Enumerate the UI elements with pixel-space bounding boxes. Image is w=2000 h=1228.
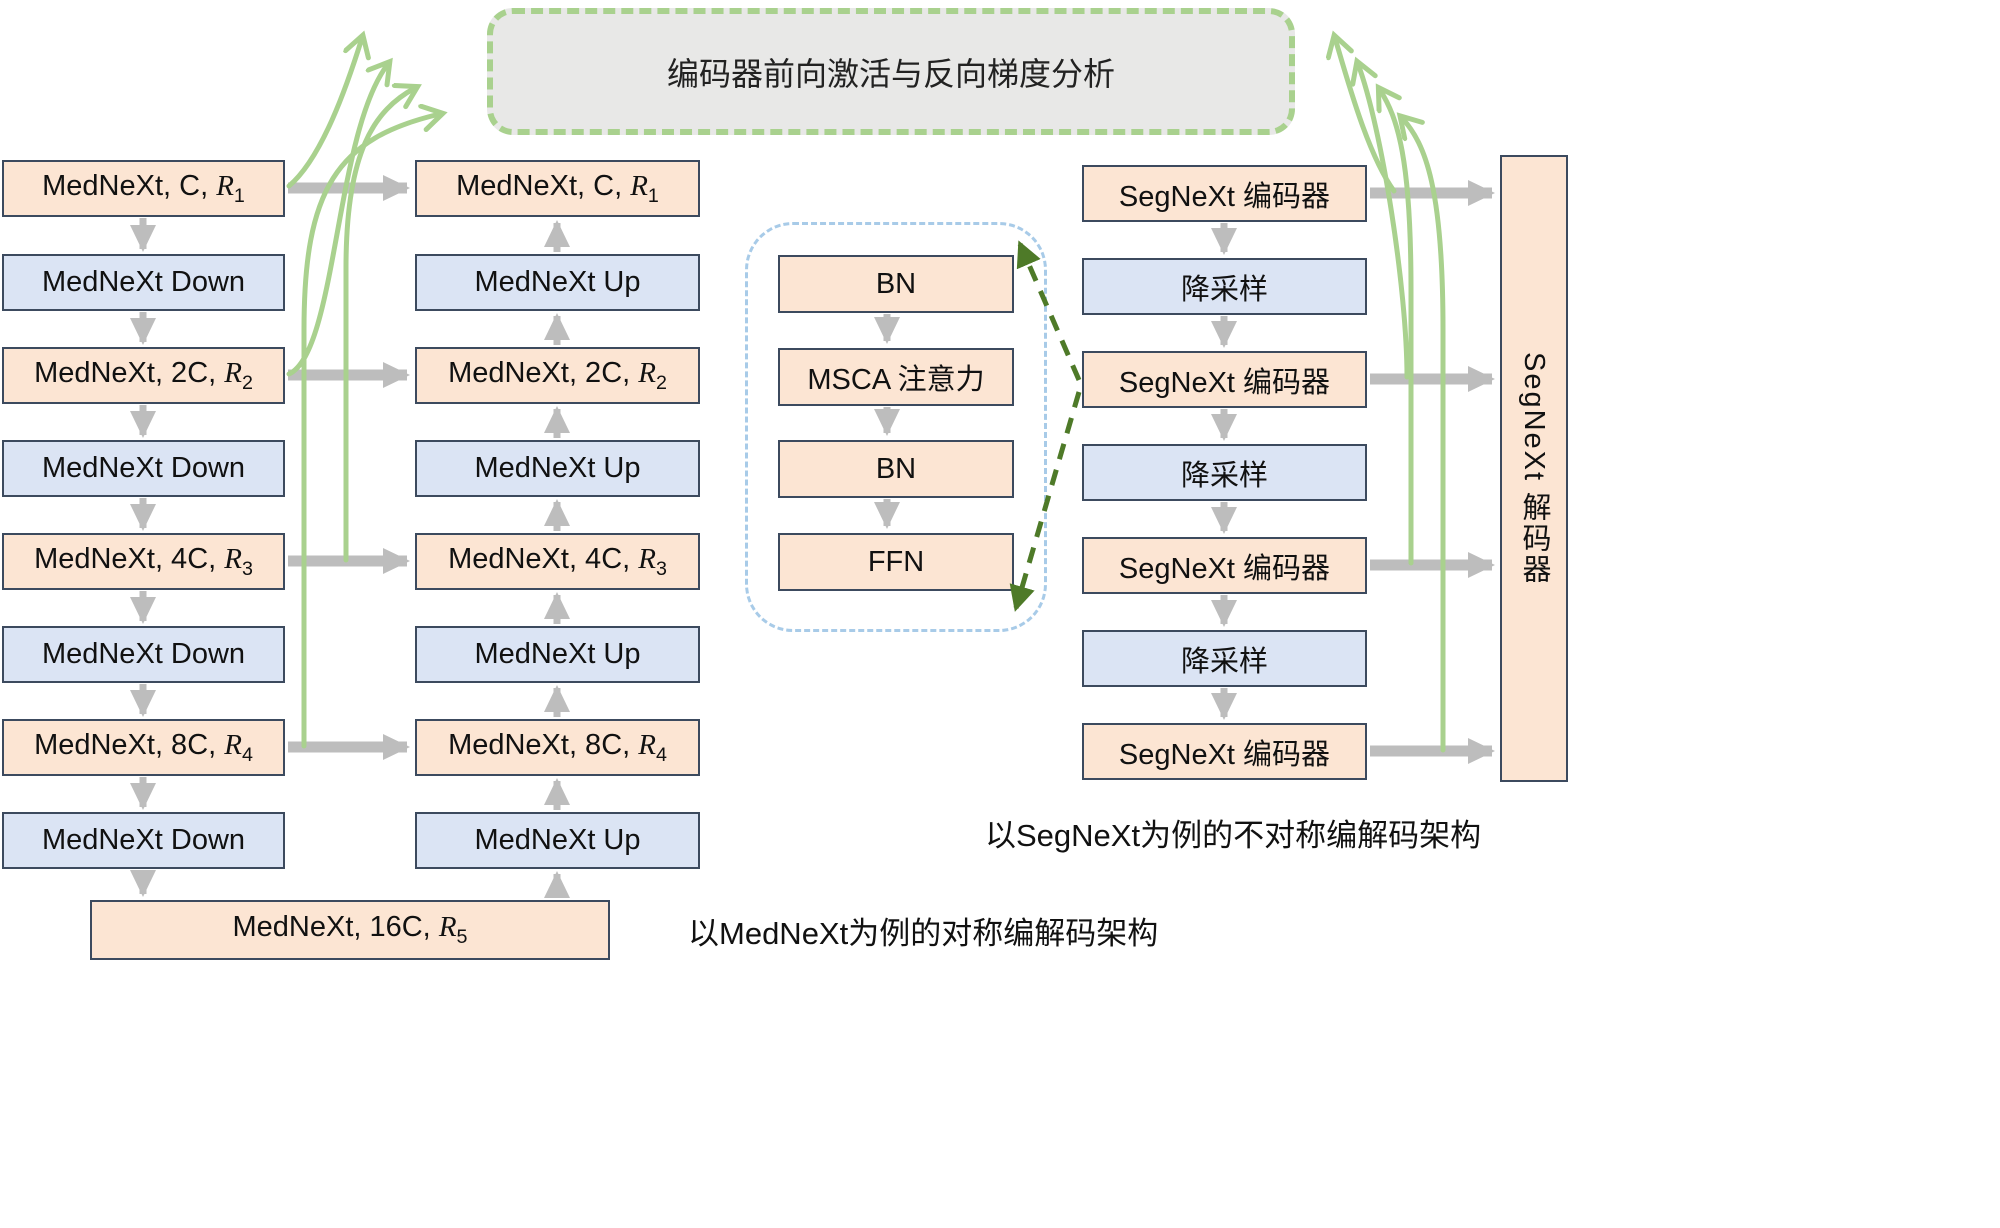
box-label: MSCA 注意力 <box>807 364 985 396</box>
segnext-encoder-stage-4: SegNeXt 编码器 <box>1082 723 1367 780</box>
mednext-decoder-stage-3: MedNeXt, 4C, R3 <box>415 533 700 590</box>
mednext-encoder-down-3: MedNeXt Down <box>2 626 285 683</box>
box-label: SegNeXt 编码器 <box>1118 366 1331 399</box>
box-label: 降采样 <box>1180 459 1268 492</box>
box-label: MedNeXt, 8C, R4 <box>34 728 253 766</box>
segnext-downsample-1: 降采样 <box>1082 258 1367 315</box>
box-label: SegNeXt 编码器 <box>1118 552 1331 585</box>
mednext-encoder-stage-4: MedNeXt, 8C, R4 <box>2 719 285 776</box>
mednext-encoder-down-2: MedNeXt Down <box>2 440 285 497</box>
box-label: MedNeXt, 2C, R2 <box>34 356 253 394</box>
box-label: FFN <box>867 545 925 578</box>
box-label: MedNeXt, C, R1 <box>42 169 245 207</box>
segnext-encoder-stage-3: SegNeXt 编码器 <box>1082 537 1367 594</box>
box-label: MedNeXt Down <box>41 266 246 298</box>
segnext-to-decoder-arrows <box>1370 180 1495 764</box>
box-label: MedNeXt, 8C, R4 <box>448 728 667 766</box>
mednext-encoder-down-1: MedNeXt Down <box>2 254 285 311</box>
box-label: MedNeXt, 4C, R3 <box>34 542 253 580</box>
segnext-caption: 以SegNeXt为例的不对称编解码架构 <box>985 818 1482 853</box>
analysis-box-label: 编码器前向激活与反向梯度分析 <box>666 55 1115 92</box>
msca-attention: MSCA 注意力 <box>778 348 1014 406</box>
segnext-downsample-2: 降采样 <box>1082 444 1367 501</box>
box-label: SegNeXt 编码器 <box>1118 738 1331 771</box>
analysis-box: 编码器前向激活与反向梯度分析 <box>487 8 1295 135</box>
box-label: MedNeXt, 4C, R3 <box>448 542 667 580</box>
box-label: MedNeXt Up <box>474 638 641 670</box>
box-label: MedNeXt Down <box>41 638 246 670</box>
mednext-decoder-stage-1: MedNeXt, C, R1 <box>415 160 700 217</box>
mednext-decoder-up-3: MedNeXt Up <box>415 626 700 683</box>
mednext-decoder-up-2: MedNeXt Up <box>415 440 700 497</box>
mednext-bottleneck: MedNeXt, 16C, R5 <box>90 900 610 960</box>
mednext-decoder-stage-4: MedNeXt, 8C, R4 <box>415 719 700 776</box>
segnext-downsample-3: 降采样 <box>1082 630 1367 687</box>
box-label: MedNeXt Up <box>474 824 641 856</box>
msca-bn-2: BN <box>778 440 1014 498</box>
box-label: MedNeXt Down <box>41 452 246 484</box>
box-label: BN <box>875 267 917 300</box>
box-label: MedNeXt Down <box>41 824 246 856</box>
box-label: MedNeXt Up <box>474 452 641 484</box>
box-label: BN <box>875 452 917 485</box>
box-label: MedNeXt, 16C, R5 <box>232 911 468 948</box>
box-label: MedNeXt, C, R1 <box>456 169 659 207</box>
mednext-encoder-stage-2: MedNeXt, 2C, R2 <box>2 347 285 404</box>
mednext-skip-arrows <box>288 175 410 760</box>
activation-curve-r2 <box>286 64 388 377</box>
mednext-encoder-down-4: MedNeXt Down <box>2 812 285 869</box>
mednext-encoder-stage-3: MedNeXt, 4C, R3 <box>2 533 285 590</box>
mednext-decoder-up-1: MedNeXt Up <box>415 254 700 311</box>
box-label: MedNeXt Up <box>474 266 641 298</box>
box-label: 降采样 <box>1180 273 1268 306</box>
segnext-decoder: SegNeXt 解码器 <box>1500 155 1568 782</box>
segnext-encoder-stage-1: SegNeXt 编码器 <box>1082 165 1367 222</box>
activation-curve-r3 <box>343 88 415 563</box>
box-label: SegNeXt 解码器 <box>1518 351 1550 586</box>
mednext-decoder-stage-2: MedNeXt, 2C, R2 <box>415 347 700 404</box>
segnext-encoder-stage-2: SegNeXt 编码器 <box>1082 351 1367 408</box>
activation-curve-r1 <box>286 38 362 189</box>
mednext-caption: 以MedNeXt为例的对称编解码架构 <box>688 916 1159 951</box>
activation-curve-s4 <box>1402 118 1446 753</box>
mednext-decoder-up-4: MedNeXt Up <box>415 812 700 869</box>
msca-ffn: FFN <box>778 533 1014 591</box>
mednext-encoder-stage-1: MedNeXt, C, R1 <box>2 160 285 217</box>
box-label: 降采样 <box>1180 645 1268 678</box>
box-label: SegNeXt 编码器 <box>1118 180 1331 213</box>
activation-curve-s3 <box>1380 90 1414 566</box>
box-label: MedNeXt, 2C, R2 <box>448 356 667 394</box>
msca-bn-1: BN <box>778 255 1014 313</box>
